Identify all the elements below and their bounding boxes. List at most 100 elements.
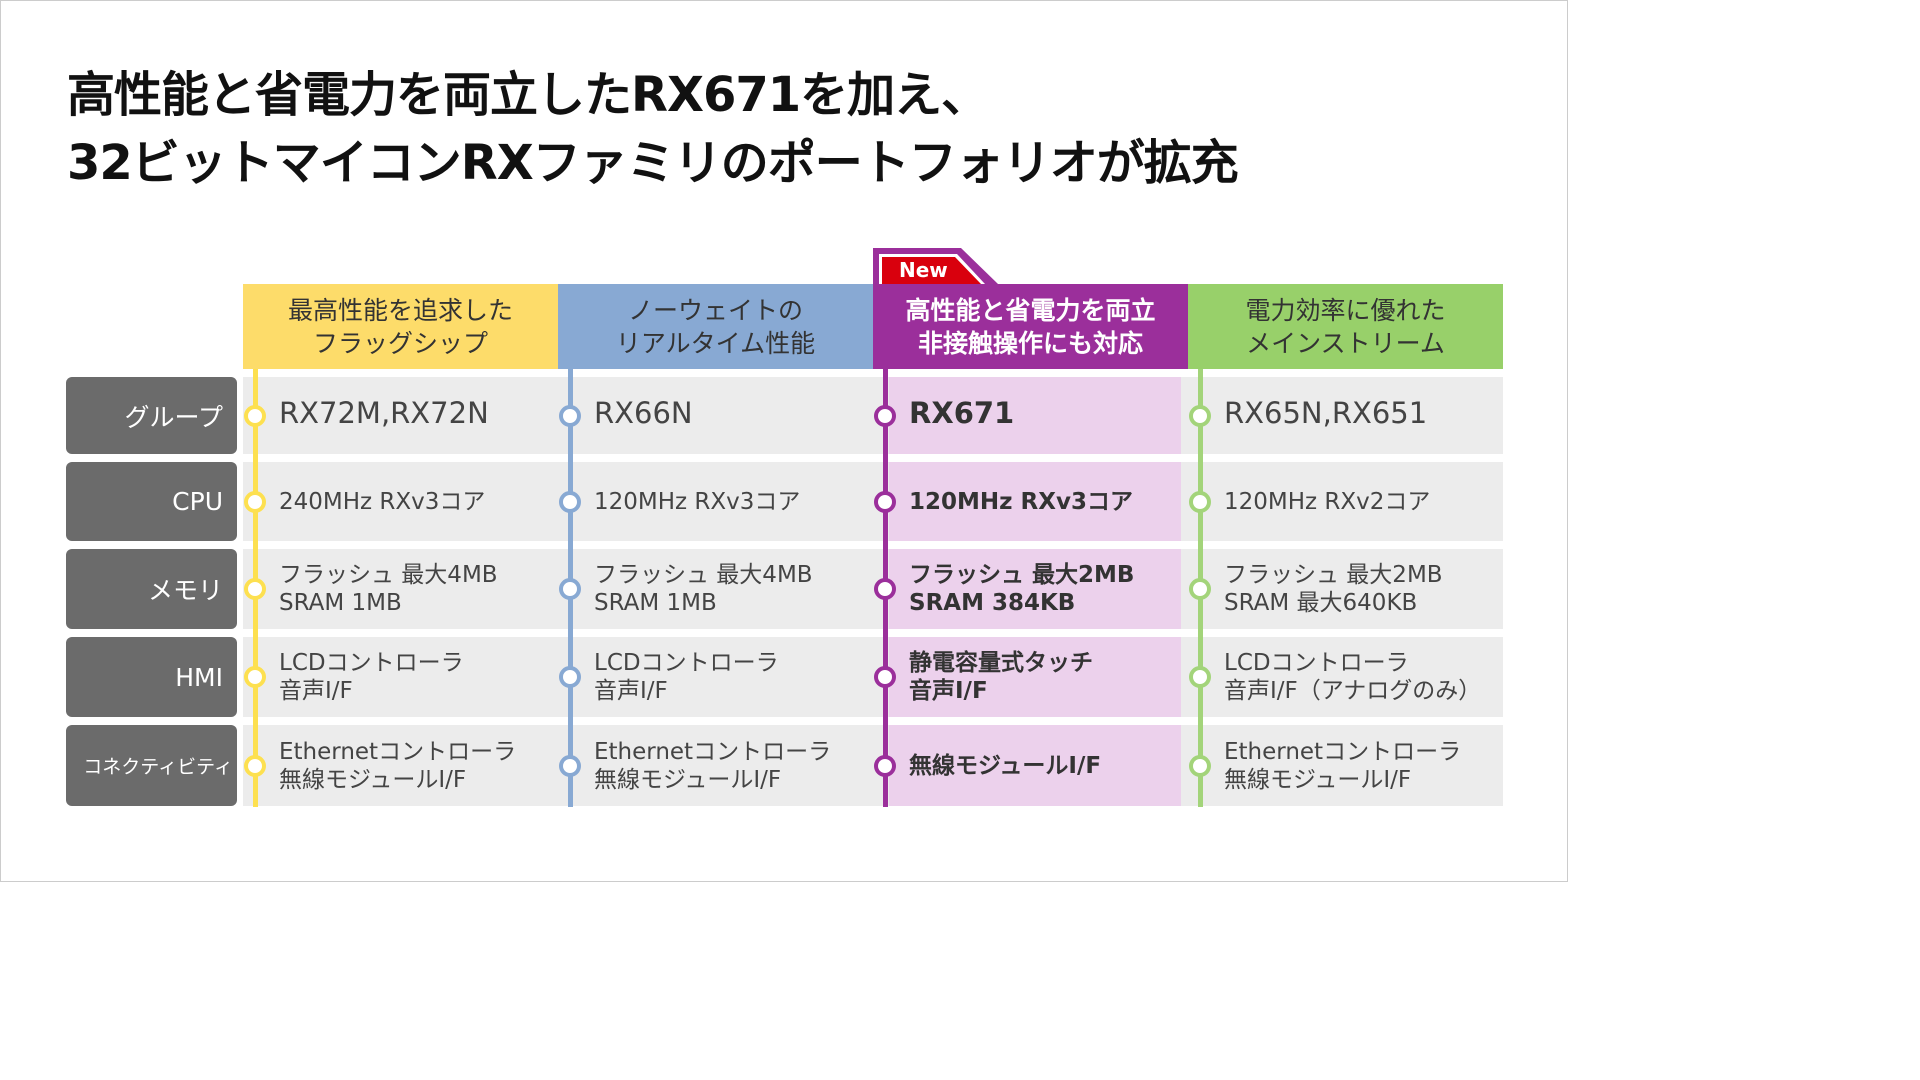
title-line-2: 32ビットマイコンRXファミリのポートフォリオが拡充 [67,135,1239,191]
cell-line: 音声I/F [594,678,668,704]
cell-line: Ethernetコントローラ [1224,738,1462,765]
column-header-line2: フラッグシップ [312,328,488,358]
cell-line: Ethernetコントローラ [279,738,517,765]
cell-line: Ethernetコントローラ [594,738,832,765]
cell-line: SRAM 最大640KB [1224,590,1418,616]
highlight-cell [889,637,1181,717]
cell-line: 無線モジュールI/F [909,752,1102,779]
cell-line: SRAM 1MB [594,590,717,616]
cell-line: 240MHz RXv3コア [279,488,486,515]
cell-line: 無線モジュールI/F [594,766,782,793]
cell-line: 音声I/F [909,678,988,704]
row-label: CPU [66,462,237,541]
title-line-1: 高性能と省電力を両立したRX671を加え、 [67,67,989,123]
cell-line: RX66N [594,395,693,430]
cell-line: SRAM 1MB [279,590,402,616]
cell-line: 無線モジュールI/F [1224,766,1412,793]
column-header-line1: 高性能と省電力を両立 [905,295,1156,325]
row-label: グループ [66,377,237,454]
cell-line: 120MHz RXv3コア [909,488,1133,515]
highlight-cell [889,549,1181,629]
timeline-dot [1189,666,1211,688]
timeline-dot [559,578,581,600]
row-background [243,725,1503,806]
timeline-dot [244,404,266,427]
timeline-dot [244,666,266,688]
highlight-cell [889,462,1181,541]
row-label: コネクティビティ [66,725,237,806]
row-background [243,377,1503,454]
column-header-1: ノーウェイトのリアルタイム性能 [558,284,873,369]
cell-line: フラッシュ 最大4MB [594,562,813,588]
cell-line: RX72M,RX72N [279,395,489,430]
row-background [243,637,1503,717]
cell-line: 音声I/F（アナログのみ） [1224,678,1482,704]
cell-line: フラッシュ 最大4MB [279,562,498,588]
table-cell: LCDコントローラ音声I/F [279,649,464,705]
cell-line: LCDコントローラ [279,650,464,676]
cell-line: LCDコントローラ [1224,650,1409,676]
cell-line: フラッシュ 最大2MB [909,562,1135,588]
new-badge-label: New [899,258,948,282]
column-header-line1: ノーウェイトの [627,295,803,325]
timeline-dot [1189,754,1211,777]
timeline-dot [244,578,266,600]
table-cell: 120MHz RXv3コア [594,488,800,516]
column-header-line1: 最高性能を追求した [287,295,513,325]
timeline-dot [244,490,266,513]
table-cell: Ethernetコントローラ無線モジュールI/F [279,738,516,794]
column-header-3: 電力効率に優れたメインストリーム [1188,284,1503,369]
timeline-dot [874,490,896,513]
timeline-dot [1189,490,1211,513]
table-cell: Ethernetコントローラ無線モジュールI/F [1224,738,1461,794]
cell-line: 無線モジュールI/F [279,766,467,793]
column-header-2: 高性能と省電力を両立非接触操作にも対応 [873,284,1188,369]
table-cell: RX65N,RX651 [1224,395,1428,430]
timeline-dot [1189,578,1211,600]
table-cell: LCDコントローラ音声I/F [594,649,779,705]
timeline-dot [559,754,581,777]
column-header-line2: メインストリーム [1246,328,1445,358]
page-title: 高性能と省電力を両立したRX671を加え、 32ビットマイコンRXファミリのポー… [67,61,1239,197]
row-background [243,462,1503,541]
timeline-dot [559,666,581,688]
cell-line: SRAM 384KB [909,590,1076,616]
timeline-dot [874,404,896,427]
table-cell: RX66N [594,395,693,430]
column-header-line1: 電力効率に優れた [1245,295,1446,325]
timeline-dot [559,404,581,427]
table-cell: 静電容量式タッチ音声I/F [909,649,1093,705]
timeline-dot [559,490,581,513]
row-label: HMI [66,637,237,717]
cell-line: 120MHz RXv2コア [1224,488,1431,515]
table-cell: RX671 [909,395,1015,430]
table-cell: 無線モジュールI/F [909,752,1101,780]
cell-line: 120MHz RXv3コア [594,488,801,515]
cell-line: LCDコントローラ [594,650,779,676]
column-header-line2: 非接触操作にも対応 [917,328,1143,358]
cell-line: RX671 [909,395,1015,430]
timeline-dot [1189,404,1211,427]
cell-line: RX65N,RX651 [1224,395,1428,430]
table-cell: LCDコントローラ音声I/F（アナログのみ） [1224,649,1481,705]
table-cell: RX72M,RX72N [279,395,489,430]
table-cell: 120MHz RXv3コア [909,488,1133,516]
new-badge: New [873,248,998,284]
timeline-dot [874,578,896,600]
row-label: メモリ [66,549,237,629]
table-cell: 240MHz RXv3コア [279,488,485,516]
highlight-cell [889,725,1181,806]
table-cell: 120MHz RXv2コア [1224,488,1430,516]
cell-line: 静電容量式タッチ [909,650,1093,676]
highlight-cell [889,377,1181,454]
cell-line: フラッシュ 最大2MB [1224,562,1443,588]
cell-line: 音声I/F [279,678,353,704]
table-cell: Ethernetコントローラ無線モジュールI/F [594,738,831,794]
timeline-dot [874,754,896,777]
timeline-dot [244,754,266,777]
row-background [243,549,1503,629]
